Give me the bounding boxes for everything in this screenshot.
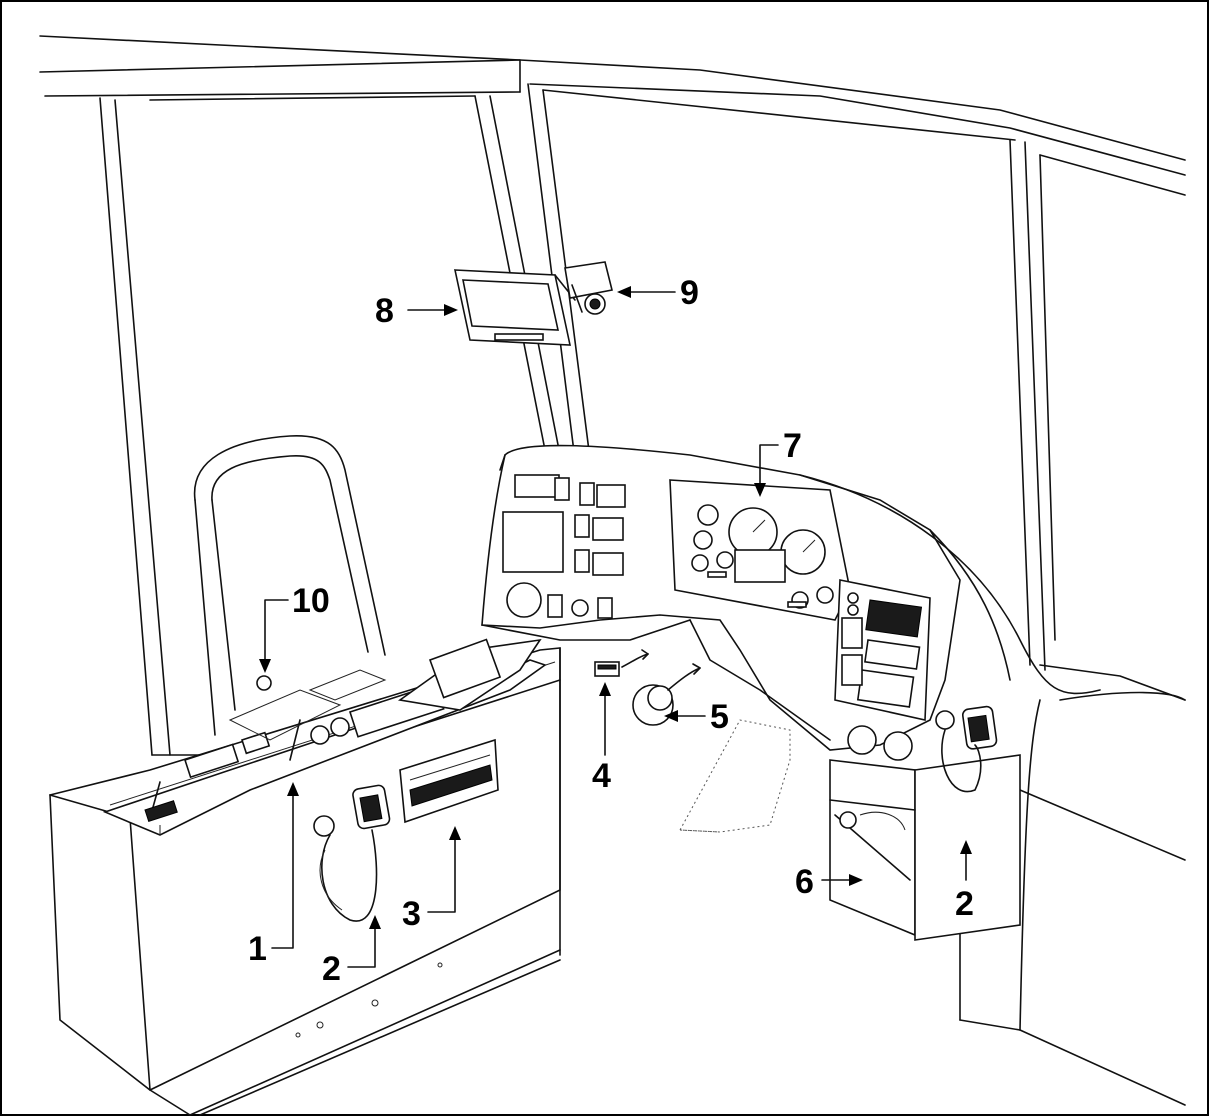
- callout-1: 1: [248, 930, 267, 968]
- left-console: [49, 638, 561, 1116]
- left-handset: [313, 784, 391, 922]
- pedal-area: [679, 719, 791, 833]
- right-window: [1009, 139, 1186, 671]
- roof-lines: [39, 35, 1186, 176]
- leader-lines: [259, 286, 972, 968]
- callout-4: 4: [592, 757, 611, 795]
- seat-backrest: [193, 435, 386, 736]
- callout-9: 9: [680, 274, 699, 312]
- knob-5: [632, 663, 701, 726]
- callout-3: 3: [402, 895, 421, 933]
- monitor-8: [453, 269, 576, 346]
- dashboard: [481, 444, 1101, 761]
- callout-7: 7: [783, 427, 802, 465]
- callout-2-right: 2: [955, 885, 974, 923]
- left-window: [99, 95, 561, 756]
- callout-2-left: 2: [322, 950, 341, 988]
- callout-5: 5: [710, 698, 729, 736]
- right-pedestal: [829, 754, 1021, 941]
- label-plate: [399, 738, 499, 824]
- right-handset: [935, 705, 998, 793]
- camera-9: [564, 261, 613, 315]
- callout-8: 8: [375, 292, 394, 330]
- switch-4: [594, 649, 649, 677]
- callout-10: 10: [292, 582, 330, 620]
- right-bulkhead: [959, 664, 1186, 1106]
- button-10: [256, 675, 272, 691]
- callout-6: 6: [795, 863, 814, 901]
